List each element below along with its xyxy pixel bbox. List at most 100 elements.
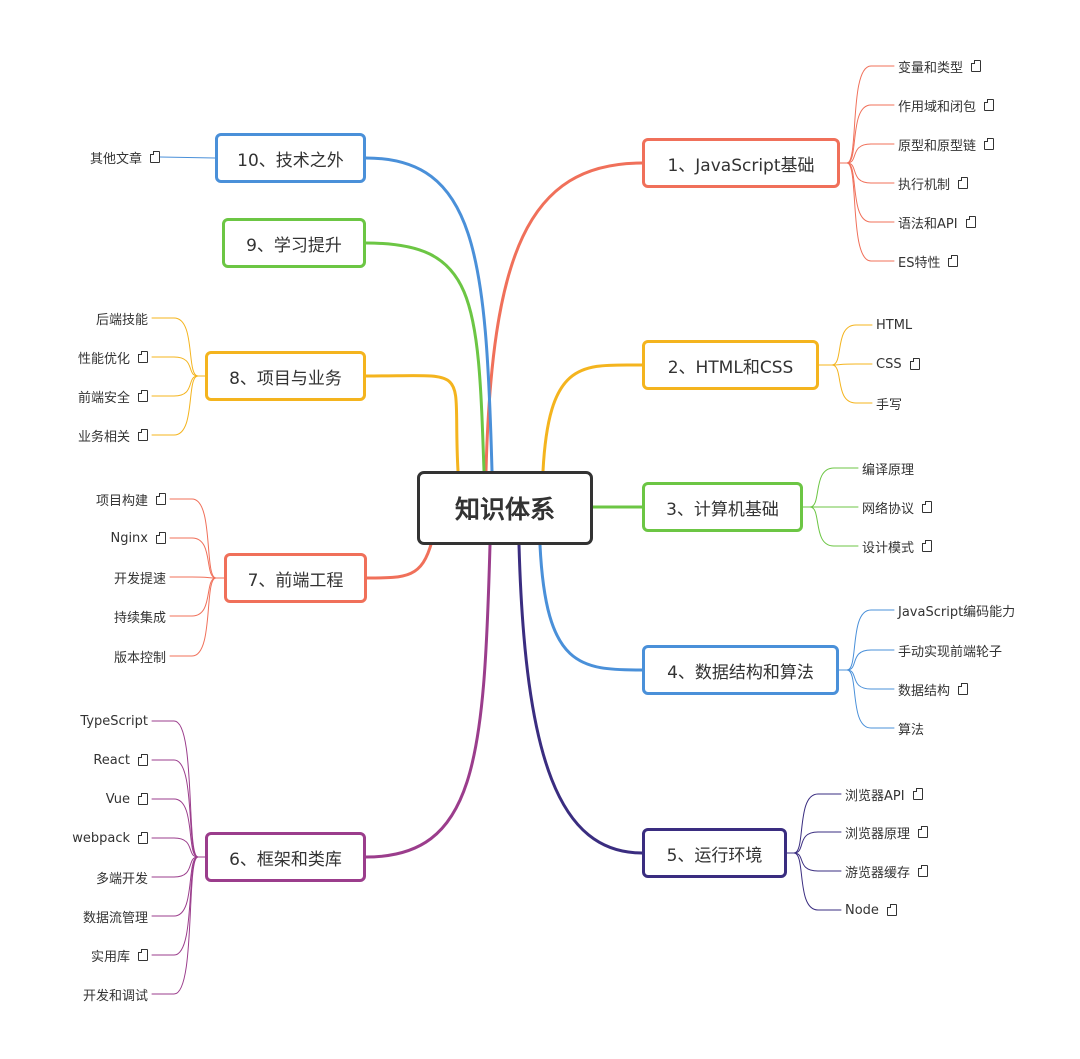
leaf-connector <box>802 467 859 508</box>
leaf-item[interactable]: Vue <box>106 789 148 809</box>
leaf-item[interactable]: 数据流管理 <box>83 906 148 926</box>
leaf-item[interactable]: 变量和类型 <box>898 56 982 76</box>
leaf-connector <box>151 356 206 377</box>
note-icon[interactable] <box>138 754 148 766</box>
note-icon[interactable] <box>965 216 976 228</box>
leaf-item[interactable]: 性能优化 <box>78 347 148 367</box>
leaf-connector <box>839 104 895 164</box>
leaf-item[interactable]: 游览器缓存 <box>845 861 929 881</box>
leaf-item[interactable]: ES特性 <box>898 251 959 271</box>
root-node[interactable]: 知识体系 <box>417 471 593 545</box>
leaf-item[interactable]: HTML <box>876 315 912 335</box>
leaf-item[interactable]: 原型和原型链 <box>898 134 995 154</box>
leaf-item[interactable]: React <box>93 750 148 770</box>
leaf-item[interactable]: 开发提速 <box>114 567 166 587</box>
leaf-item[interactable]: TypeScript <box>80 711 148 731</box>
leaf-label: 实用库 <box>90 949 130 965</box>
note-icon[interactable] <box>138 429 148 441</box>
leaf-label: 算法 <box>898 722 925 738</box>
branch-node[interactable]: 10、技术之外 <box>215 133 366 183</box>
leaf-item[interactable]: 前端安全 <box>78 386 148 406</box>
note-icon[interactable] <box>922 501 933 513</box>
leaf-item[interactable]: 浏览器原理 <box>845 822 929 842</box>
leaf-item[interactable]: Nginx <box>110 528 166 548</box>
branch-node[interactable]: 3、计算机基础 <box>642 482 803 532</box>
leaf-item[interactable]: 作用域和闭包 <box>898 95 995 115</box>
note-icon[interactable] <box>138 949 148 961</box>
leaf-item[interactable]: 编译原理 <box>862 458 914 478</box>
leaf-item[interactable]: 持续集成 <box>114 606 166 626</box>
leaf-connector <box>169 537 225 579</box>
note-icon[interactable] <box>971 60 982 72</box>
leaf-label: React <box>93 752 130 768</box>
leaf-connector <box>169 577 225 657</box>
leaf-item[interactable]: 网络协议 <box>862 497 933 517</box>
leaf-label: 前端安全 <box>77 390 130 406</box>
leaf-connector <box>839 162 895 223</box>
leaf-item[interactable]: 浏览器API <box>845 784 923 804</box>
note-icon[interactable] <box>918 865 929 877</box>
leaf-item[interactable]: 语法和API <box>898 212 976 232</box>
leaf-item[interactable]: 版本控制 <box>114 646 166 666</box>
branch-node[interactable]: 4、数据结构和算法 <box>642 645 839 695</box>
leaf-item[interactable]: Node <box>845 900 897 920</box>
note-icon[interactable] <box>922 540 933 552</box>
leaf-item[interactable]: 项目构建 <box>96 489 166 509</box>
leaf-item[interactable]: webpack <box>72 828 148 848</box>
leaf-label: 浏览器API <box>845 788 905 804</box>
leaf-label: Vue <box>105 791 130 807</box>
leaf-item[interactable]: 业务相关 <box>78 425 148 445</box>
branch-connector <box>364 156 494 473</box>
note-icon[interactable] <box>984 99 995 111</box>
leaf-label: 变量和类型 <box>898 60 964 76</box>
branch-node[interactable]: 2、HTML和CSS <box>642 340 819 390</box>
leaf-connector <box>786 852 842 872</box>
leaf-item[interactable]: 开发和调试 <box>83 984 148 1004</box>
leaf-item[interactable]: 数据结构 <box>898 679 969 699</box>
leaf-item[interactable]: 算法 <box>898 718 924 738</box>
note-icon[interactable] <box>948 255 959 267</box>
note-icon[interactable] <box>138 390 148 402</box>
leaf-label: 网络协议 <box>862 501 915 517</box>
leaf-item[interactable]: 执行机制 <box>898 173 969 193</box>
branch-node[interactable]: 9、学习提升 <box>222 218 366 268</box>
leaf-item[interactable]: 后端技能 <box>96 308 148 328</box>
note-icon[interactable] <box>984 138 995 150</box>
leaf-item[interactable]: 实用库 <box>91 945 148 965</box>
note-icon[interactable] <box>156 493 166 505</box>
branch-connector <box>517 543 644 855</box>
branch-node[interactable]: 8、项目与业务 <box>205 351 366 401</box>
leaf-connector <box>151 856 206 995</box>
note-icon[interactable] <box>886 904 897 916</box>
note-icon[interactable] <box>912 788 923 800</box>
leaf-connector <box>151 856 206 878</box>
branch-node[interactable]: 1、JavaScript基础 <box>642 138 840 188</box>
note-icon[interactable] <box>138 832 148 844</box>
note-icon[interactable] <box>150 151 160 163</box>
leaf-item[interactable]: 其他文章 <box>90 147 160 167</box>
leaf-label: 数据流管理 <box>82 910 148 926</box>
note-icon[interactable] <box>156 532 166 544</box>
leaf-item[interactable]: 手写 <box>876 393 902 413</box>
leaf-item[interactable]: JavaScript编码能力 <box>898 600 1015 620</box>
leaf-item[interactable]: 手动实现前端轮子 <box>898 640 1002 660</box>
branch-node[interactable]: 6、框架和类库 <box>205 832 366 882</box>
note-icon[interactable] <box>138 351 148 363</box>
leaf-item[interactable]: 多端开发 <box>96 867 148 887</box>
note-icon[interactable] <box>909 358 920 370</box>
leaf-label: Node <box>845 902 879 918</box>
leaf-connector <box>838 669 895 690</box>
branch-node[interactable]: 7、前端工程 <box>224 553 367 603</box>
leaf-item[interactable]: 设计模式 <box>862 536 933 556</box>
note-icon[interactable] <box>138 793 148 805</box>
note-icon[interactable] <box>918 826 929 838</box>
leaf-item[interactable]: CSS <box>876 354 920 374</box>
note-icon[interactable] <box>958 177 969 189</box>
branch-node[interactable]: 5、运行环境 <box>642 828 787 878</box>
leaf-label: 项目构建 <box>95 493 148 509</box>
leaf-connector <box>151 317 206 377</box>
branch-connector <box>538 543 644 672</box>
note-icon[interactable] <box>958 683 969 695</box>
leaf-connector <box>838 649 895 671</box>
leaf-label: HTML <box>876 317 913 333</box>
